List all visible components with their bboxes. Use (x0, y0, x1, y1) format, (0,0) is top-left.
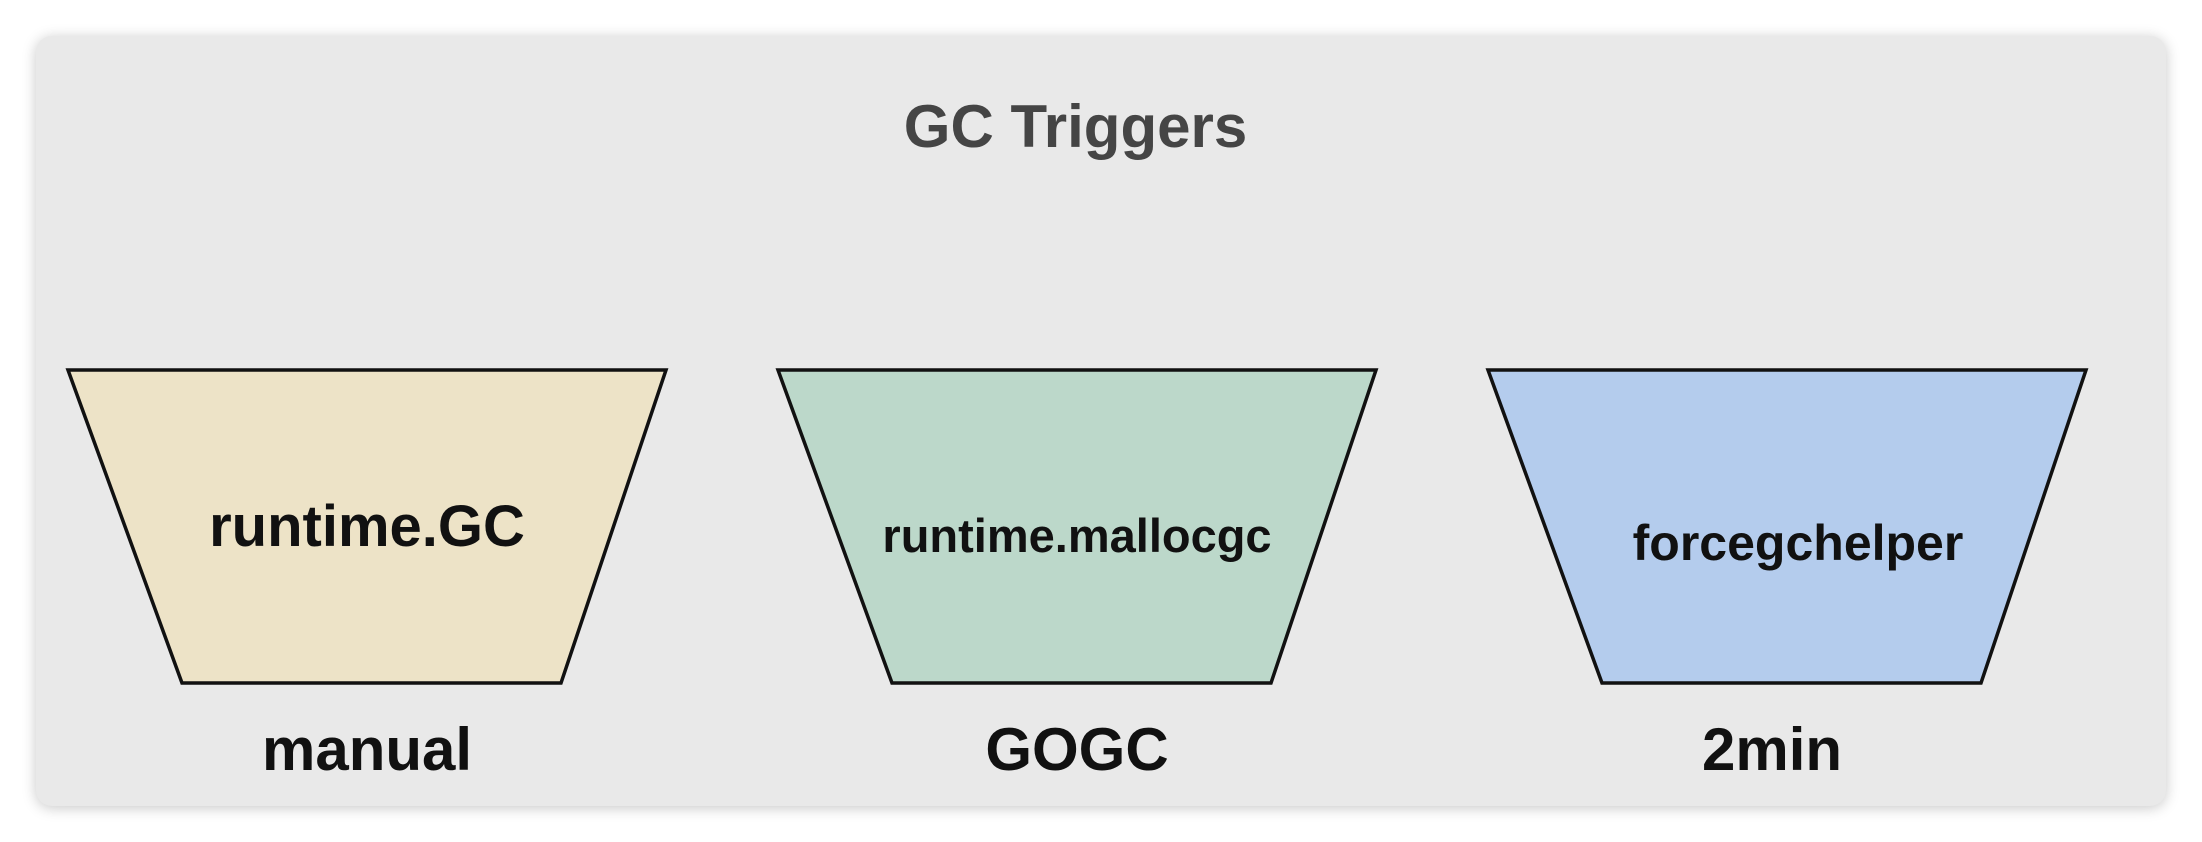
trigger-manual: runtime.GC manual (65, 368, 669, 783)
trigger-2min: forcegchelper 2min (1485, 368, 2089, 783)
trigger-label-runtime-mallocgc: runtime.mallocgc (882, 509, 1271, 562)
diagram-title: GC Triggers (903, 93, 1248, 160)
trigger-label-runtime-gc: runtime.GC (209, 494, 525, 559)
trigger-shape-gogc (775, 368, 1379, 685)
trigger-gogc: runtime.mallocgc GOGC (775, 368, 1379, 783)
trigger-shape-manual (65, 368, 669, 685)
trigger-shape-2min (1485, 368, 2089, 685)
trigger-caption-gogc: GOGC (985, 716, 1168, 783)
trigger-caption-manual: manual (262, 716, 472, 783)
trigger-label-forcegchelper: forcegchelper (1633, 515, 1964, 571)
trigger-caption-2min: 2min (1702, 716, 1842, 783)
